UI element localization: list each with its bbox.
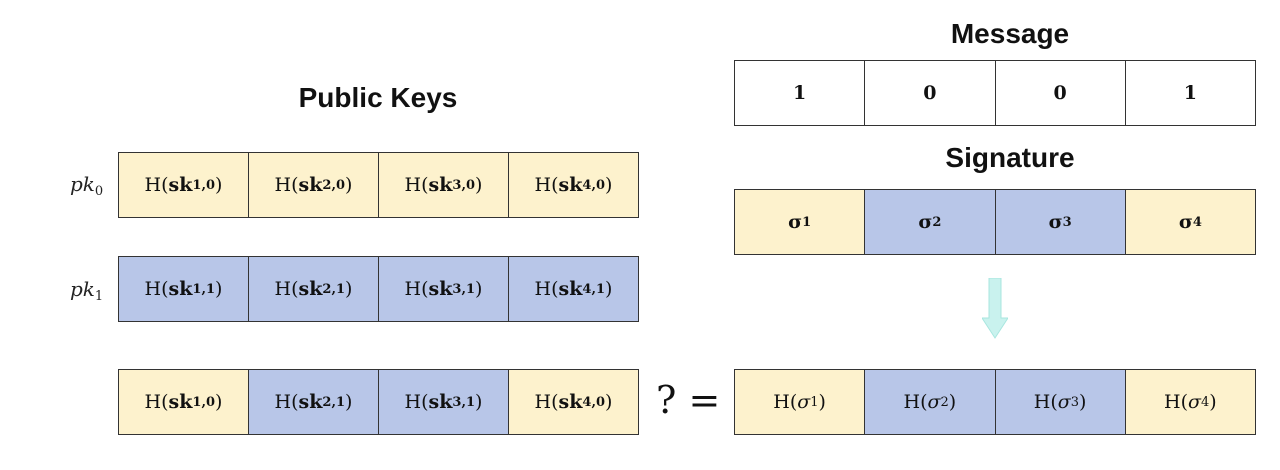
- message-bit-4: 1: [1125, 61, 1255, 125]
- pk0-label: pk0: [70, 172, 103, 199]
- message-bit-2: 0: [865, 61, 996, 125]
- pk1-label: pk1: [70, 277, 103, 304]
- pk1-label-sub: 1: [94, 289, 104, 304]
- message-bit-3: 0: [995, 61, 1126, 125]
- public-keys-title: Public Keys: [298, 82, 458, 113]
- comparison-symbol: ? =: [656, 378, 721, 422]
- message-title: Message: [950, 18, 1070, 49]
- signature-title: Signature: [945, 142, 1075, 173]
- pk1-label-base: pk: [70, 277, 95, 301]
- pk0-label-base: pk: [70, 172, 95, 196]
- message-bit-1: 1: [735, 61, 866, 125]
- pk0-label-sub: 0: [94, 184, 104, 199]
- message-row: 1 0 0 1: [734, 60, 1256, 126]
- down-arrow-icon: [982, 278, 1008, 339]
